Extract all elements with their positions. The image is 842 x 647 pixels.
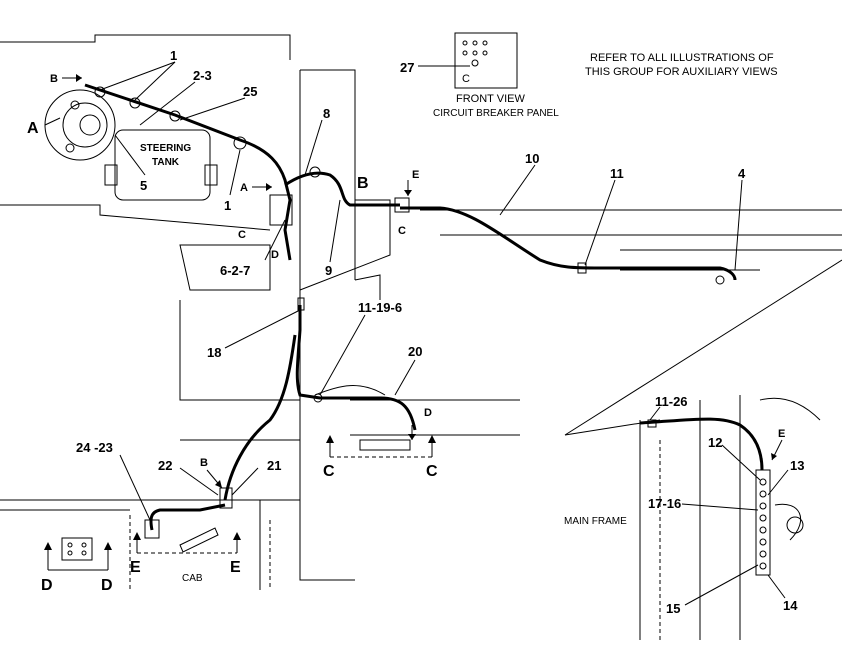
callout-22: 22 (158, 458, 172, 473)
callout-14: 14 (783, 598, 798, 613)
section-d-arrows (44, 542, 112, 571)
callout-24-23: 24 -23 (76, 440, 113, 455)
callout-12: 12 (708, 435, 722, 450)
callout-25: 25 (243, 84, 257, 99)
steering-wheel-assembly (44, 89, 116, 161)
electrical-terminal-strip (755, 469, 771, 576)
callout-5: 5 (140, 178, 147, 193)
fittings (94, 86, 725, 553)
callout-13: 13 (790, 458, 804, 473)
callout-17-16: 17-16 (648, 496, 681, 511)
callout-8: 8 (323, 106, 330, 121)
view-letter-c-small: C (238, 229, 246, 241)
view-letter-d-left: D (41, 577, 53, 594)
refer-note-line-1: REFER TO ALL ILLUSTRATIONS OF (590, 52, 774, 64)
main-frame-label: MAIN FRAME (564, 516, 627, 527)
main-frame-detail (564, 259, 842, 640)
refer-note-line-2: THIS GROUP FOR AUXILIARY VIEWS (585, 66, 778, 78)
callout-20: 20 (408, 344, 422, 359)
callout-2-3: 2-3 (193, 68, 212, 83)
callout-15: 15 (666, 601, 680, 616)
view-letter-c-small-2: C (398, 225, 406, 237)
callout-6-2-7: 6-2-7 (220, 263, 250, 278)
view-letter-a-big: A (27, 120, 39, 137)
callout-10: 10 (525, 151, 539, 166)
leader-lines (99, 61, 789, 606)
view-letter-e-small: E (412, 169, 419, 181)
view-arrows (44, 74, 783, 571)
front-view-label: FRONT VIEW (456, 93, 525, 105)
steering-tank-label-2: TANK (152, 157, 180, 168)
callout-1-low: 1 (224, 198, 231, 213)
panel-letter: C (462, 73, 470, 85)
steering-tank-label-1: STEERING (140, 143, 191, 154)
callout-4: 4 (738, 166, 746, 181)
callout-11: 11 (610, 166, 624, 181)
plate-view-d (61, 537, 93, 561)
cab-label: CAB (182, 573, 203, 584)
callout-1-top: 1 (170, 48, 177, 63)
callout-11-19-6: 11-19-6 (358, 300, 402, 315)
hose-routes (84, 83, 737, 531)
circuit-breaker-panel-label: CIRCUIT BREAKER PANEL (433, 108, 559, 119)
callout-11-26: 11-26 (655, 394, 688, 409)
view-letter-b-top: B (50, 73, 58, 85)
view-letter-d-small: D (271, 249, 279, 261)
view-letter-c-left: C (323, 463, 335, 480)
view-letter-b-mid: B (200, 457, 208, 469)
callout-21: 21 (267, 458, 281, 473)
callout-18: 18 (207, 345, 221, 360)
section-c-arrows (326, 435, 436, 458)
view-letter-e-left: E (130, 559, 141, 576)
view-letter-c-right: C (426, 463, 438, 480)
view-letter-e-right: E (778, 428, 785, 440)
view-letter-d-right: D (101, 577, 113, 594)
view-letter-b-big: B (357, 175, 369, 192)
circuit-breaker-panel: C (418, 32, 518, 89)
steering-tank: STEERING TANK (104, 129, 218, 201)
section-e-arrows (133, 532, 241, 554)
view-letter-a-arrow: A (240, 182, 248, 194)
callout-27: 27 (400, 60, 414, 75)
view-letter-d-mid: D (424, 407, 432, 419)
machine-structure (0, 34, 842, 590)
view-letter-e-right-big: E (230, 559, 241, 576)
callout-9: 9 (325, 263, 332, 278)
